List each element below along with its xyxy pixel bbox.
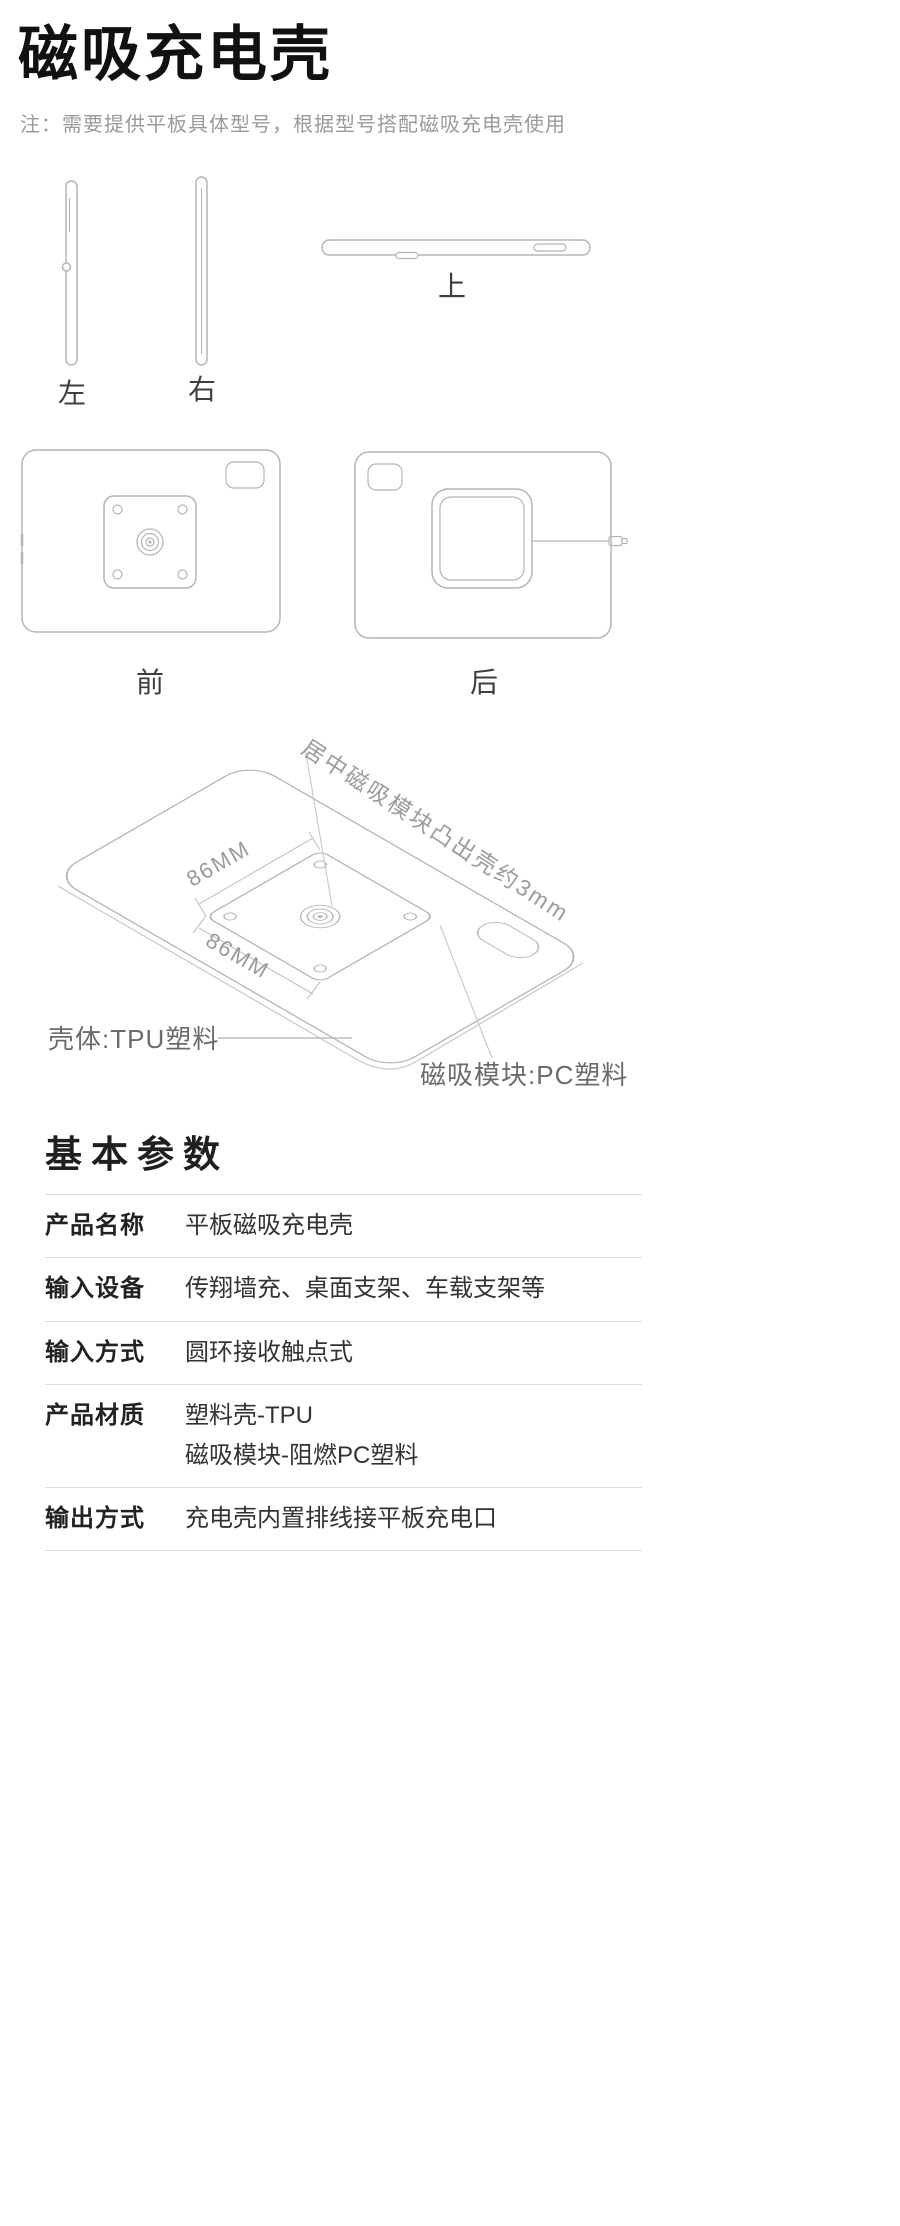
front-center-coil [136, 528, 164, 556]
iso-magnet-module [209, 852, 431, 981]
note-prefix: 注： [20, 114, 62, 136]
spec-row-input-method: 输入方式 圆环接收触点式 [45, 1320, 642, 1384]
protrusion-leader-line [304, 747, 333, 907]
connector-tip [621, 537, 628, 545]
usage-note: 注：需要提供平板具体型号，根据型号搭配磁吸充电壳使用 [20, 108, 566, 137]
page-title: 磁吸充电壳 [18, 21, 333, 88]
back-camera-cutout [367, 463, 403, 491]
dimension-lines [192, 831, 321, 1000]
top-view-label: 上 [438, 271, 467, 302]
module-material-label: 磁吸模块:PC塑料 [420, 1060, 628, 1090]
spec-label: 输入方式 [45, 1338, 145, 1366]
spec-value-line: 塑料壳-TPU [185, 1402, 313, 1430]
right-view-label: 右 [188, 374, 217, 405]
iso-case-outline [65, 769, 575, 1064]
shell-material-label: 壳体:TPU塑料 [48, 1024, 219, 1054]
protrusion-annotation: 居中磁吸模块凸出壳约3mm [297, 734, 574, 927]
left-view-label: 左 [58, 378, 87, 409]
spec-row-output-method: 输出方式 充电壳内置排线接平板充电口 [45, 1486, 642, 1550]
spec-row-product-name: 产品名称 平板磁吸充电壳 [45, 1194, 642, 1257]
spec-table: 产品名称 平板磁吸充电壳 输入设备 传翔墙充、桌面支架、车载支架等 输入方式 圆… [45, 1194, 642, 1552]
module-material-leader-line [439, 924, 493, 1059]
back-view-label: 后 [470, 667, 499, 698]
front-view-label: 前 [136, 667, 165, 698]
iso-case-thickness-edge [57, 885, 584, 1070]
right-side-view-drawing [195, 176, 208, 366]
top-view-drawing [321, 239, 591, 260]
front-magnet-module [103, 495, 197, 589]
spec-value-line: 磁吸模块-阻燃PC塑料 [185, 1441, 419, 1469]
left-side-view-drawing [61, 180, 78, 366]
spec-row-material: 产品材质 塑料壳-TPU 磁吸模块-阻燃PC塑料 [45, 1384, 642, 1487]
back-case-outline [354, 451, 612, 639]
back-module-outer [431, 488, 533, 589]
spec-label: 输出方式 [45, 1504, 145, 1532]
spec-value: 传翔墙充、桌面支架、车载支架等 [185, 1275, 545, 1303]
front-view-drawing [20, 449, 281, 633]
front-camera-island [225, 461, 265, 489]
spec-label: 产品名称 [45, 1212, 145, 1239]
spec-row-input-device: 输入设备 传翔墙充、桌面支架、车载支架等 [45, 1257, 642, 1320]
back-view-drawing [354, 451, 628, 639]
iso-camera-cutout [476, 921, 540, 959]
isometric-view-drawing [57, 747, 584, 1070]
spec-label: 产品材质 [45, 1402, 145, 1430]
spec-value: 平板磁吸充电壳 [185, 1212, 353, 1239]
note-text: 需要提供平板具体型号，根据型号搭配磁吸充电壳使用 [62, 114, 566, 136]
back-module-inner [439, 496, 525, 581]
iso-center-coil [299, 904, 341, 929]
spec-value: 塑料壳-TPU 磁吸模块-阻燃PC塑料 [185, 1400, 418, 1472]
spec-value: 圆环接收触点式 [185, 1338, 353, 1366]
spec-section: 基本参数 产品名称 平板磁吸充电壳 输入设备 传翔墙充、桌面支架、车载支架等 输… [45, 1124, 642, 1552]
spec-label: 输入设备 [45, 1275, 145, 1303]
specs-heading: 基本参数 [45, 1134, 229, 1175]
dimension-label-side-a: 86MM [182, 835, 254, 891]
spec-value: 充电壳内置排线接平板充电口 [185, 1504, 497, 1532]
